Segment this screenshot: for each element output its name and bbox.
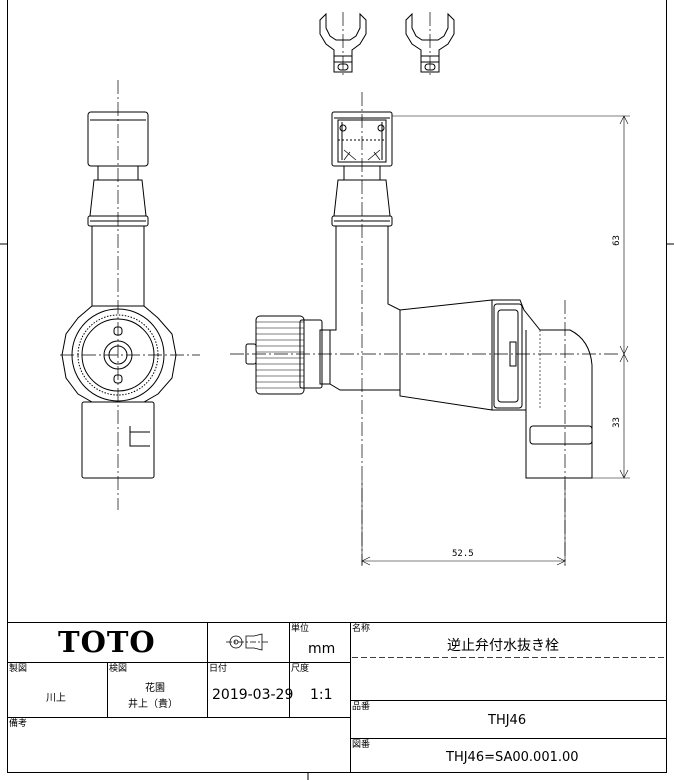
title-block-grid bbox=[7, 622, 667, 773]
clip-part-right bbox=[405, 12, 455, 73]
name-label: 名称 bbox=[352, 624, 371, 634]
date-value: 2019-03-29 bbox=[212, 687, 294, 703]
dimension-63-label: 63 bbox=[611, 235, 622, 246]
drawing-no-value: THJ46=SA00.001.00 bbox=[446, 750, 579, 765]
part-no-label: 品番 bbox=[352, 702, 371, 712]
checked-by-value-line1: 花園 bbox=[145, 683, 165, 694]
front-view bbox=[245, 111, 593, 479]
drawn-by-label: 製図 bbox=[9, 664, 28, 674]
toto-logo: TOTO bbox=[58, 625, 156, 659]
checked-by-label: 検図 bbox=[109, 664, 128, 674]
name-value: 逆止弁付水抜き栓 bbox=[447, 638, 559, 654]
checked-by-value-line2: 井上（貴） bbox=[128, 699, 178, 710]
drawing-no-label: 図番 bbox=[352, 740, 371, 750]
unit-label: 単位 bbox=[291, 624, 310, 634]
dimension-lines bbox=[361, 115, 630, 566]
unit-value: mm bbox=[308, 641, 336, 657]
side-view bbox=[61, 111, 177, 479]
clip-part-left bbox=[319, 12, 367, 73]
scale-label: 尺度 bbox=[291, 664, 310, 674]
dimension-33-label: 33 bbox=[611, 417, 622, 428]
remarks-label: 備考 bbox=[9, 719, 28, 729]
drawn-by-value: 川上 bbox=[46, 693, 66, 704]
dimension-52-5-label: 52.5 bbox=[452, 549, 474, 559]
scale-value: 1:1 bbox=[310, 687, 333, 703]
part-no-value: THJ46 bbox=[488, 713, 527, 728]
projection-symbol-icon bbox=[226, 633, 268, 651]
date-label: 日付 bbox=[209, 664, 228, 674]
